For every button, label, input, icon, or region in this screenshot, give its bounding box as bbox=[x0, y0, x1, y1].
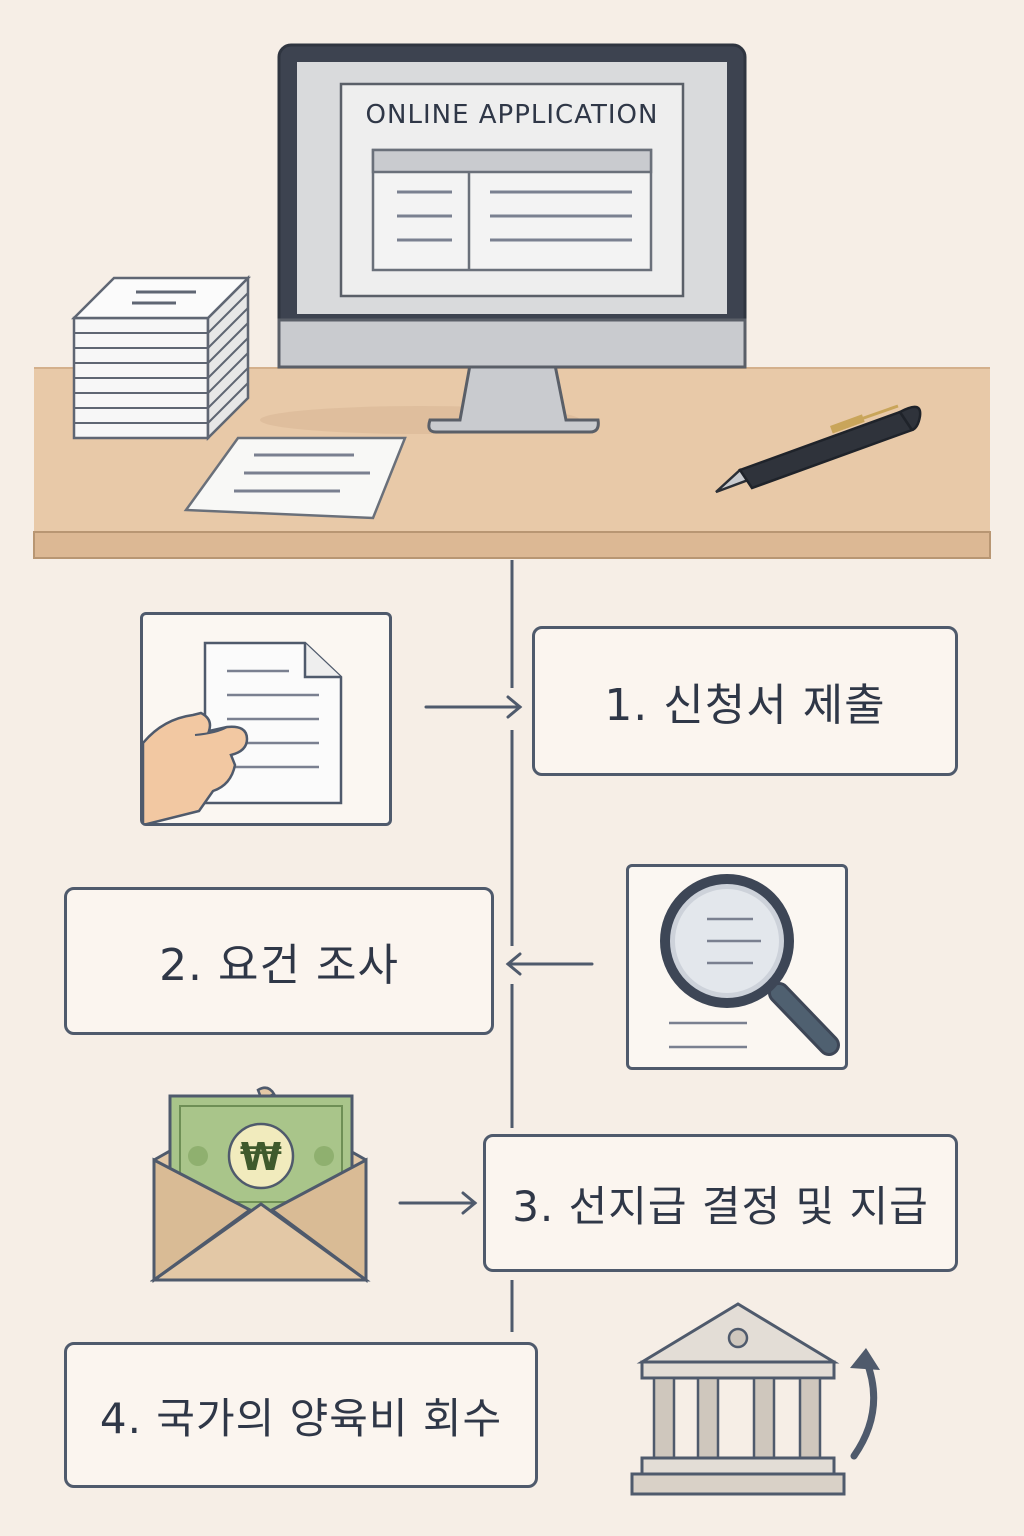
magnifier-document-icon bbox=[660, 874, 840, 1056]
arrow-3 bbox=[398, 1191, 478, 1215]
desk-scene bbox=[33, 43, 991, 559]
step-2-box: 2. 요건 조사 bbox=[64, 887, 494, 1035]
step-1-label: 1. 신청서 제출 bbox=[604, 680, 886, 731]
monitor-stand bbox=[427, 363, 600, 434]
step-2-icon-box bbox=[626, 864, 848, 1070]
desk-edge bbox=[33, 531, 991, 559]
hand-document-icon bbox=[141, 641, 343, 827]
step-1-box: 1. 신청서 제출 bbox=[532, 626, 958, 776]
step-4-label: 4. 국가의 양육비 회수 bbox=[99, 1393, 503, 1443]
paper-stack bbox=[70, 274, 252, 442]
step-4-box: 4. 국가의 양육비 회수 bbox=[64, 1342, 538, 1488]
screen-title: ONLINE APPLICATION bbox=[365, 100, 659, 130]
timeline bbox=[398, 560, 594, 1332]
loose-paper bbox=[183, 436, 407, 520]
step-3-box: 3. 선지급 결정 및 지급 bbox=[483, 1134, 958, 1272]
bank-return-icon bbox=[630, 1302, 880, 1496]
step-3-label: 3. 선지급 결정 및 지급 bbox=[512, 1181, 929, 1231]
envelope-money-icon: ₩ bbox=[150, 1086, 371, 1283]
arrow-1 bbox=[424, 695, 523, 719]
step-2-label: 2. 요건 조사 bbox=[159, 940, 399, 991]
step-1-icon-box bbox=[140, 612, 392, 827]
won-symbol: ₩ bbox=[240, 1135, 282, 1179]
arrow-2 bbox=[505, 952, 594, 976]
pen-icon bbox=[715, 404, 922, 494]
